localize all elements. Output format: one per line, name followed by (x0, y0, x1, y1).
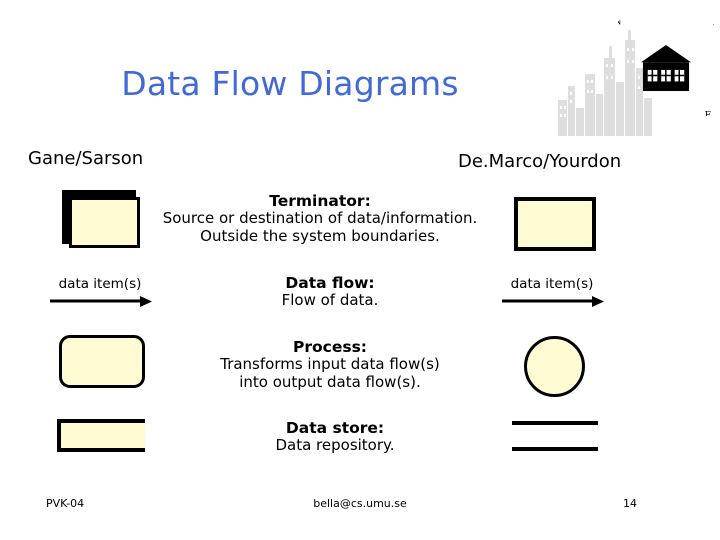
datastore-heading: Data store: (285, 419, 385, 437)
cityscape-silhouette (558, 30, 652, 136)
process-heading: Process: (292, 338, 367, 356)
page-title: Data Flow Diagrams (121, 64, 459, 103)
dataflow-description: Data flow: Flow of data. (215, 274, 445, 310)
terminator-face (69, 197, 140, 248)
university-seal-icon: U N I V E R S I T E T · A E M U · (618, 20, 714, 116)
umea-university-logo: U N I V E R S I T E T · A E M U · (556, 18, 716, 138)
dataflow-line-1: Flow of data. (281, 291, 379, 310)
svg-text:E: E (705, 111, 712, 116)
column-heading-demarco-yourdon: De.Marco/Yourdon (458, 151, 622, 172)
gane-sarson-dataflow-shape: data item(s) (48, 276, 152, 310)
datastore-line-top (512, 421, 598, 425)
seal-house-icon (641, 44, 691, 92)
process-line-1: Transforms input data flow(s) (220, 355, 440, 374)
svg-text:N: N (618, 20, 621, 27)
terminator-line-2: Outside the system boundaries. (200, 226, 440, 245)
demarco-yourdon-dataflow-label: data item(s) (510, 276, 594, 292)
terminator-heading: Terminator: (269, 192, 371, 210)
gane-sarson-dataflow-label: data item(s) (58, 276, 142, 292)
gane-sarson-datastore-shape (57, 419, 145, 452)
footer-page-number: 14 (623, 497, 637, 510)
arrow-right-icon (50, 296, 152, 307)
gane-sarson-terminator-shape (62, 190, 144, 252)
dataflow-heading: Data flow: (285, 274, 375, 292)
arrow-right-icon (502, 296, 604, 307)
datastore-line-1: Data repository. (275, 436, 395, 455)
demarco-yourdon-terminator-shape (514, 197, 596, 251)
process-description: Process: Transforms input data flow(s) i… (168, 338, 492, 392)
svg-text:T: T (711, 20, 714, 27)
terminator-line-1: Source or destination of data/informatio… (162, 209, 478, 228)
footer-email: bella@cs.umu.se (313, 497, 407, 510)
demarco-yourdon-process-shape (524, 336, 585, 397)
process-line-2: into output data flow(s). (239, 372, 421, 391)
datastore-description: Data store: Data repository. (225, 419, 445, 455)
terminator-description: Terminator: Source or destination of dat… (120, 192, 520, 246)
demarco-yourdon-dataflow-shape: data item(s) (500, 276, 604, 310)
demarco-yourdon-datastore-shape (512, 421, 598, 452)
footer-course-code: PVK-04 (46, 497, 85, 510)
column-heading-gane-sarson: Gane/Sarson (28, 148, 144, 169)
datastore-line-bottom (512, 447, 598, 451)
gane-sarson-process-shape (59, 335, 145, 388)
